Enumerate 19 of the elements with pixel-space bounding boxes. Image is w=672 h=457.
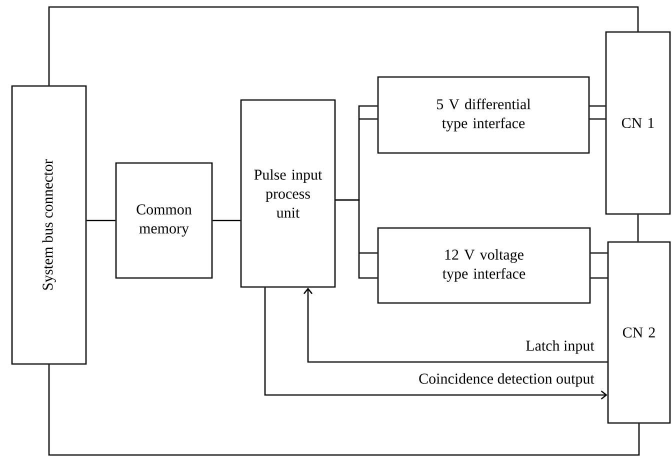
connector-line — [48, 6, 639, 86]
edge-label: Coincidence detection output — [418, 372, 596, 388]
connector-line — [335, 199, 378, 279]
connector-line — [212, 220, 240, 222]
block-box: 12 V voltage type interface — [377, 227, 591, 304]
connector-line — [637, 214, 639, 242]
block-box: Pulse input process unit — [240, 99, 336, 288]
connector-line — [264, 288, 608, 400]
connector-line — [304, 288, 608, 363]
connector-line — [48, 364, 640, 456]
connector-box: CN 2 — [607, 241, 671, 424]
connector-line — [590, 252, 608, 279]
connector-box: CN 1 — [605, 31, 671, 215]
bus-connector-box: System bus connector — [11, 85, 87, 365]
connector-line — [86, 220, 116, 222]
edge-label: Latch input — [524, 339, 596, 355]
block-box: 5 V differential type interface — [377, 76, 590, 154]
connector-line — [589, 105, 606, 120]
block-box: Common memory — [115, 162, 213, 279]
